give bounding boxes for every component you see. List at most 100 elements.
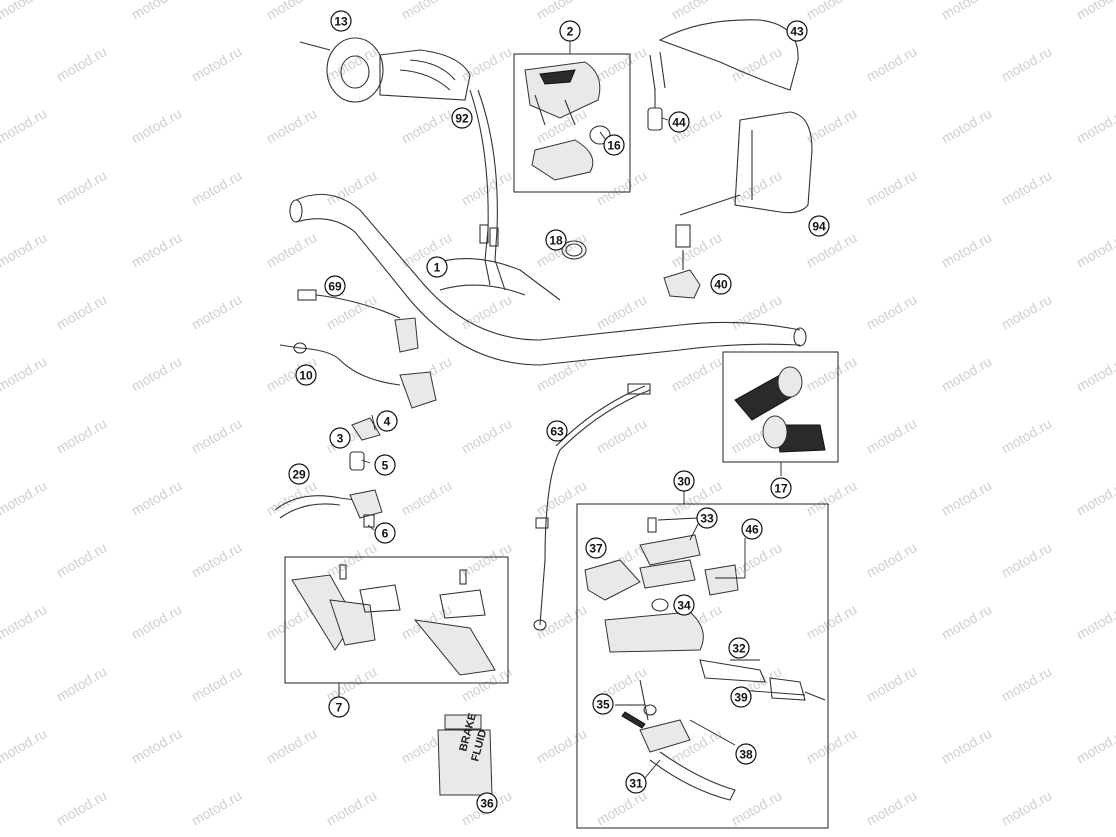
- watermark-text: motod.ru: [999, 415, 1055, 456]
- watermark-text: motod.ru: [399, 105, 455, 146]
- watermark-text: motod.ru: [939, 0, 995, 23]
- watermark-text: motod.ru: [594, 787, 650, 828]
- watermark-text: motod.ru: [669, 229, 725, 270]
- watermark-text: motod.ru: [54, 291, 110, 332]
- callout-circle: [592, 693, 614, 715]
- watermark-text: motod.ru: [729, 787, 785, 828]
- watermark-text: motod.ru: [459, 291, 515, 332]
- watermark-text: motod.ru: [129, 477, 185, 518]
- handlebar: [289, 193, 807, 366]
- callout-29: 29: [288, 463, 310, 485]
- callout-number: 38: [739, 748, 753, 762]
- watermark-text: motod.ru: [54, 415, 110, 456]
- watermark-text: motod.ru: [594, 167, 650, 208]
- callout-number: 10: [299, 369, 313, 383]
- watermark-text: motod.ru: [534, 0, 590, 23]
- watermark-text: motod.ru: [864, 415, 920, 456]
- callout-circle: [451, 107, 473, 129]
- callout-circle: [374, 454, 396, 476]
- callout-circle: [329, 427, 351, 449]
- callout-39: 39: [730, 686, 752, 708]
- callout-44: 44: [668, 111, 690, 133]
- callout-number: 33: [700, 512, 714, 526]
- callout-13: 13: [330, 10, 352, 32]
- callout-number: 1: [434, 261, 441, 275]
- callout-circle: [673, 594, 695, 616]
- watermark-text: motod.ru: [324, 663, 380, 704]
- watermark-text: motod.ru: [459, 43, 515, 84]
- watermark-text: motod.ru: [864, 291, 920, 332]
- callout-number: 34: [677, 599, 691, 613]
- callout-circle: [328, 696, 350, 718]
- watermark-text: motod.ru: [129, 0, 185, 23]
- watermark-text: motod.ru: [999, 539, 1055, 580]
- watermark-text: motod.ru: [729, 539, 785, 580]
- watermark-text: motod.ru: [129, 353, 185, 394]
- watermark-text: motod.ru: [264, 0, 320, 23]
- watermark-text: motod.ru: [459, 415, 515, 456]
- watermark-text: motod.ru: [729, 43, 785, 84]
- leader-lines: [338, 40, 806, 779]
- watermark-text: motod.ru: [0, 353, 49, 394]
- watermark-text: motod.ru: [54, 167, 110, 208]
- watermark-text: motod.ru: [804, 601, 860, 642]
- clamp-40: [663, 224, 701, 299]
- watermark-text: motod.ru: [939, 229, 995, 270]
- callout-36: 36: [476, 792, 498, 814]
- callout-number: 32: [732, 642, 746, 656]
- watermark-text: motod.ru: [324, 787, 380, 828]
- callout-5: 5: [374, 454, 396, 476]
- watermark-text: motod.ru: [669, 0, 725, 23]
- watermark-text: motod.ru: [999, 663, 1055, 704]
- watermark-text: motod.ru: [264, 725, 320, 766]
- callout-circle: [295, 364, 317, 386]
- watermark-text: motod.ru: [534, 725, 590, 766]
- callout-circle: [770, 477, 792, 499]
- watermark-text: motod.ru: [534, 353, 590, 394]
- watermark-text: motod.ru: [804, 725, 860, 766]
- watermark-text: motod.ru: [0, 601, 49, 642]
- callout-31: 31: [625, 772, 647, 794]
- callout-35: 35: [592, 693, 614, 715]
- watermark-text: motod.ru: [594, 43, 650, 84]
- callout-18: 18: [545, 229, 567, 251]
- callout-number: 5: [382, 459, 389, 473]
- watermark-text: motod.ru: [864, 787, 920, 828]
- watermark-text: motod.ru: [1074, 353, 1116, 394]
- callout-circle: [426, 256, 448, 278]
- callout-34: 34: [673, 594, 695, 616]
- callout-63: 63: [546, 420, 568, 442]
- callout-33: 33: [696, 507, 718, 529]
- watermark-text: motod.ru: [1074, 725, 1116, 766]
- callout-circle: [324, 275, 346, 297]
- callout-number: 4: [384, 415, 391, 429]
- callout-circle: [625, 772, 647, 794]
- watermark-text: motod.ru: [864, 539, 920, 580]
- watermark-text: motod.ru: [129, 105, 185, 146]
- watermark-text: motod.ru: [939, 353, 995, 394]
- callout-circle: [735, 743, 757, 765]
- callout-37: 37: [585, 537, 607, 559]
- watermark-text: motod.ru: [189, 663, 245, 704]
- callout-94: 94: [808, 215, 830, 237]
- callout-4: 4: [376, 410, 398, 432]
- handguard-box: [284, 556, 509, 684]
- callout-circle: [786, 20, 808, 42]
- clutch-lever: [274, 489, 383, 528]
- callout-number: 29: [292, 468, 306, 482]
- callout-2: 2: [559, 20, 581, 42]
- callout-number: 31: [629, 777, 643, 791]
- callout-circle: [710, 273, 732, 295]
- watermark-text: motod.ru: [129, 601, 185, 642]
- watermark-text: motod.ru: [939, 601, 995, 642]
- callout-number: 17: [774, 482, 788, 496]
- callout-69: 69: [324, 275, 346, 297]
- watermark-text: motod.ru: [1074, 601, 1116, 642]
- callout-16: 16: [603, 134, 625, 156]
- callout-46: 46: [741, 518, 763, 540]
- callout-number: 40: [714, 278, 728, 292]
- callout-circle: [730, 686, 752, 708]
